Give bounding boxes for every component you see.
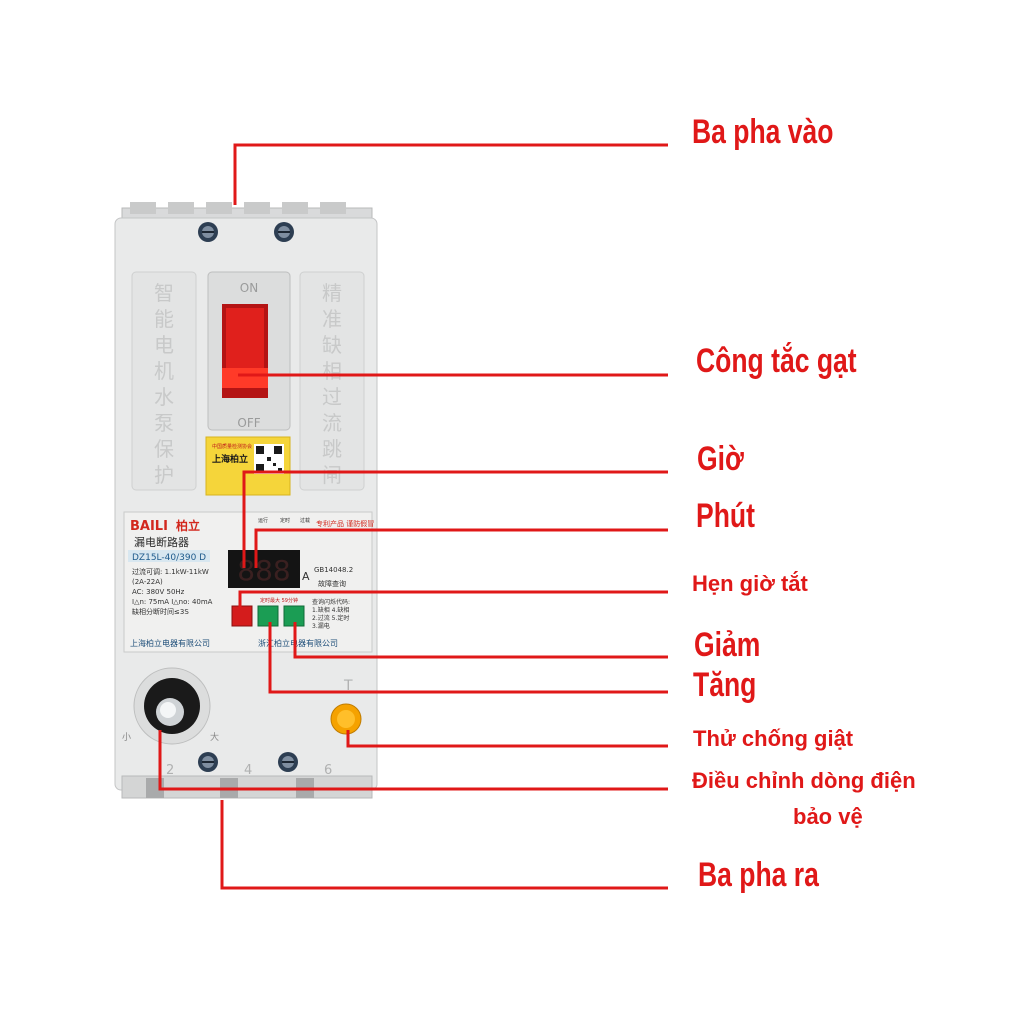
- sticker-title: 上海柏立: [212, 453, 248, 465]
- spec-line: (2A-22A): [132, 578, 163, 586]
- spec-line: AC: 380V 50Hz: [132, 588, 185, 596]
- timer-note: 定时最大 59分钟: [260, 597, 298, 604]
- switch-on-label: ON: [240, 281, 258, 295]
- current-adjust-knob[interactable]: [133, 667, 211, 745]
- left-panel-char: 智: [154, 281, 174, 305]
- fault-code-line: 2.过流 5.定时: [312, 614, 349, 622]
- right-panel-char: 相: [322, 359, 342, 383]
- fault-code-list: 查询闪烁代码:1.缺相 4.缺相2.过流 5.定时3.漏电: [312, 598, 350, 630]
- leader-current-adjust: [158, 730, 668, 791]
- increase-button[interactable]: [257, 605, 279, 627]
- standard-label: GB14048.2: [314, 566, 353, 574]
- spec-lines: 过流可调: 1.1kW-11kW (2A-22A) AC: 380V 50HzI△n…: [132, 567, 213, 616]
- left-panel-char: 电: [154, 333, 174, 357]
- knob-max-label: 大: [210, 731, 219, 743]
- label-current-adjust-line1: Điều chỉnh dòng điện: [692, 768, 916, 793]
- leader-increase: [268, 622, 668, 694]
- toggle-switch-lever[interactable]: [222, 368, 268, 388]
- test-button-label: T: [343, 678, 353, 694]
- terminal-number-6: 6: [324, 763, 332, 778]
- label-three-phase-in: Ba pha vào: [692, 113, 834, 151]
- fault-code-line: 查询闪烁代码:: [312, 598, 350, 606]
- knob-min-label: 小: [122, 732, 131, 743]
- left-panel-char: 水: [154, 385, 174, 409]
- brand-cn: 柏立: [176, 518, 200, 533]
- right-panel-char: 流: [322, 411, 342, 435]
- left-panel-char: 护: [154, 463, 174, 487]
- display-digits: 888: [237, 554, 290, 587]
- leader-minute: [254, 528, 668, 568]
- leader-off-timer: [238, 590, 668, 608]
- label-increase: Tăng: [693, 666, 757, 704]
- label-hour: Giờ: [697, 440, 744, 478]
- leader-three-phase-out: [220, 800, 668, 890]
- spec-line: I△n: 75mA I△no: 40mA: [132, 598, 213, 606]
- indicator-overload-label: 过载: [300, 517, 310, 524]
- company-right: 浙江柏立电器有限公司: [258, 638, 338, 648]
- leader-hour: [242, 470, 668, 568]
- leader-leak-test: [346, 730, 668, 748]
- right-panel-char: 准: [322, 307, 342, 331]
- label-decrease: Giảm: [694, 626, 761, 664]
- label-off-timer: Hẹn giờ tắt: [692, 571, 808, 596]
- display-unit: A: [302, 570, 310, 583]
- label-current-adjust-line2: bảo vệ: [793, 804, 863, 829]
- left-panel-char: 保: [154, 437, 174, 461]
- product-name: 漏电断路器: [134, 535, 189, 549]
- right-panel-char: 精: [322, 281, 342, 305]
- spec-line: 过流可调: 1.1kW-11kW: [132, 567, 209, 576]
- terminal-number-2: 2: [166, 763, 174, 778]
- terminal-number-4: 4: [244, 763, 252, 778]
- left-panel-char: 泵: [154, 411, 174, 435]
- right-panel-char: 跳: [322, 437, 342, 461]
- patent-text: 专利产品 谨防假冒: [316, 519, 374, 528]
- fault-code-line: 1.缺相 4.缺相: [312, 606, 349, 614]
- label-minute: Phút: [696, 497, 755, 535]
- leader-decrease: [293, 622, 668, 659]
- right-panel-char: 过: [322, 385, 342, 409]
- label-three-phase-out: Ba pha ra: [698, 856, 819, 894]
- switch-off-label: OFF: [237, 416, 260, 430]
- label-leak-test: Thử chống giật: [693, 726, 854, 751]
- left-panel-char: 能: [154, 307, 174, 331]
- top-screw-icon: [274, 222, 294, 242]
- sticker-small-text: 中国质量检测协会: [212, 443, 252, 450]
- indicator-timer-label: 定时: [280, 517, 290, 524]
- company-left: 上海柏立电器有限公司: [130, 638, 210, 648]
- fault-query-label: 故障查询: [318, 579, 346, 588]
- left-panel-char: 机: [154, 359, 174, 383]
- label-toggle-switch: Công tắc gạt: [696, 342, 857, 380]
- off-timer-button[interactable]: [231, 605, 253, 627]
- leader-three-phase-in: [233, 143, 668, 205]
- fault-code-line: 3.漏电: [312, 622, 330, 630]
- right-panel-char: 缺: [322, 333, 342, 357]
- brand-logo: BAILI: [130, 519, 168, 534]
- bottom-screw-icon: [198, 752, 218, 772]
- indicator-run-label: 运行: [258, 517, 268, 524]
- digital-display: [228, 550, 300, 588]
- model-number: DZ15L-40/390 D: [132, 553, 206, 563]
- spec-line: 缺相分断时间≤3S: [132, 607, 189, 616]
- right-panel-char: 闸: [322, 463, 342, 487]
- top-terminal-fins: [130, 202, 346, 214]
- top-screw-icon: [198, 222, 218, 242]
- bottom-screw-icon: [278, 752, 298, 772]
